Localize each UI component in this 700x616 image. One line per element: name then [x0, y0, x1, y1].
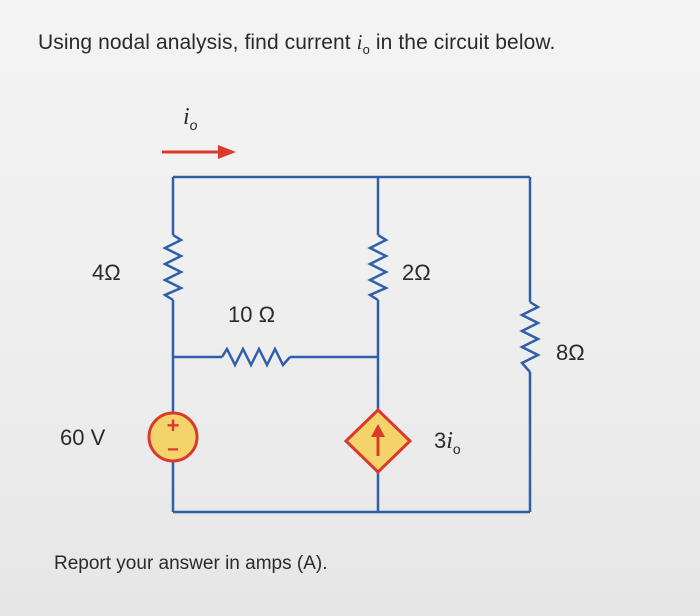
wires	[171, 175, 532, 514]
dependent-current-source	[343, 407, 413, 475]
report-instruction: Report your answer in amps (A).	[54, 553, 328, 574]
label-60v: 60 V	[60, 425, 106, 450]
resistor-4ohm	[162, 233, 184, 302]
current-label: io	[183, 104, 198, 133]
voltage-source-60v: + −	[147, 411, 199, 463]
question-text-before: Using nodal analysis, find current	[38, 31, 357, 54]
question-text-after: in the circuit below.	[369, 31, 556, 54]
resistor-10ohm	[220, 346, 291, 368]
label-4ohm: 4Ω	[92, 260, 121, 285]
label-10ohm: 10 Ω	[228, 302, 275, 327]
current-arrow-io	[162, 145, 236, 159]
source-minus: −	[167, 439, 179, 461]
question-var-i: i	[356, 30, 363, 54]
resistor-2ohm	[367, 233, 389, 302]
label-8ohm: 8Ω	[556, 340, 585, 365]
source-plus: +	[167, 413, 180, 438]
question-text: Using nodal analysis, find current io in…	[38, 30, 555, 57]
label-dependent: 3io	[434, 428, 461, 457]
question-var-sub: o	[362, 42, 370, 58]
label-2ohm: 2Ω	[402, 260, 431, 285]
resistor-8ohm	[519, 300, 541, 373]
